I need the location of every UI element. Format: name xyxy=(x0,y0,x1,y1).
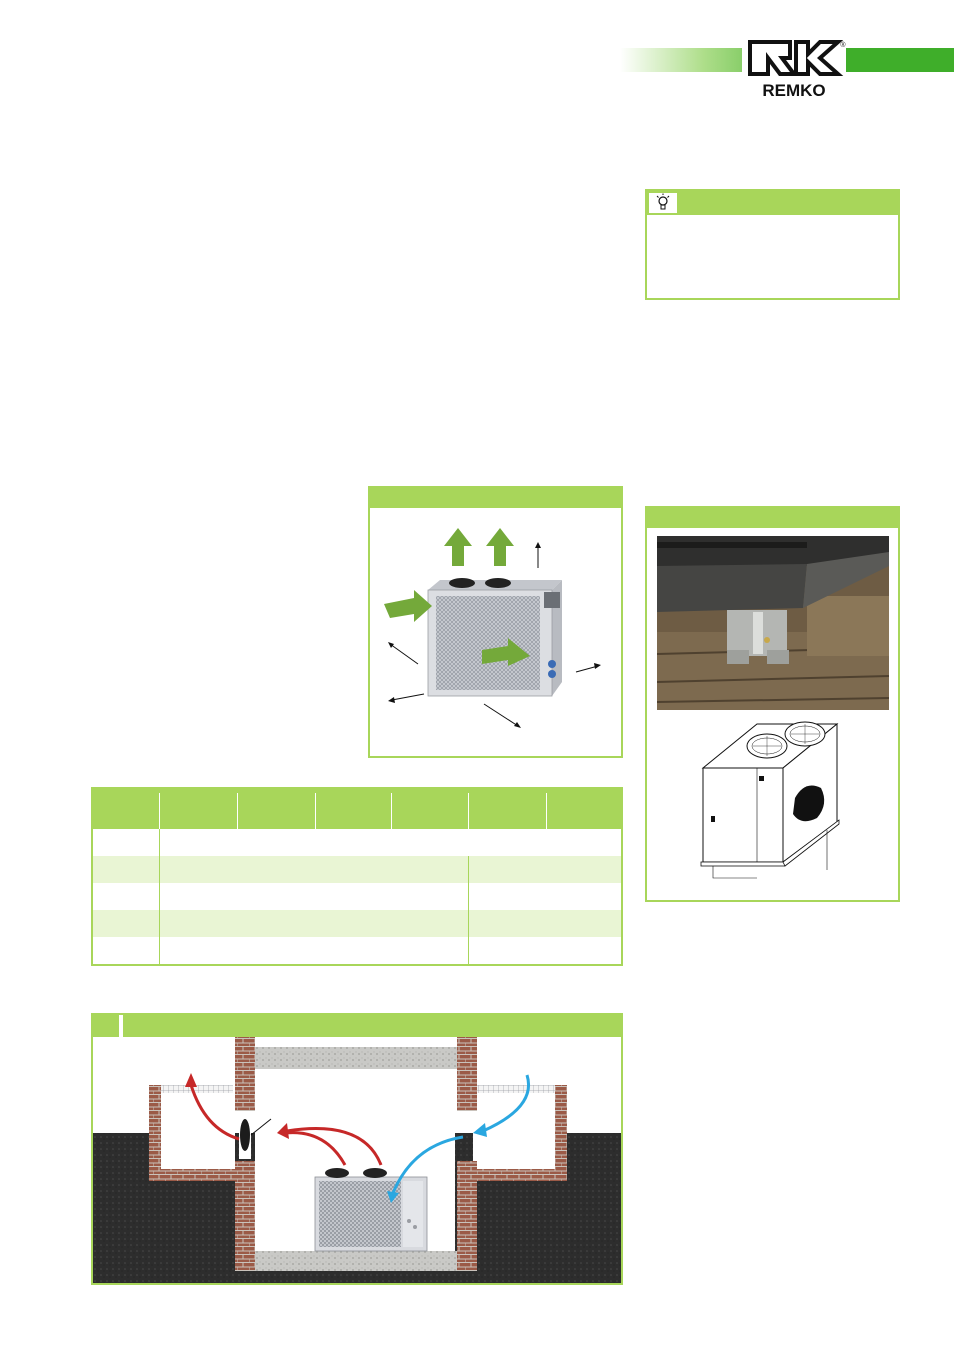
table-row xyxy=(93,883,621,910)
outdoor-unit-drawing xyxy=(687,718,867,890)
table-row xyxy=(93,910,621,937)
table-row xyxy=(93,937,621,964)
tip-box xyxy=(645,189,900,300)
unit-clearance-illustration xyxy=(384,528,601,728)
table-header-row xyxy=(93,789,621,829)
clearance-figure xyxy=(368,486,623,758)
table-row xyxy=(93,829,621,856)
brand-name: REMKO xyxy=(762,81,825,100)
basement-figure xyxy=(91,1013,623,1285)
lightbulb-icon xyxy=(649,193,677,213)
data-table xyxy=(91,787,623,966)
table-row xyxy=(93,856,621,883)
basement-installation-diagram xyxy=(93,1037,621,1283)
mounting-foot-photo xyxy=(657,536,889,710)
brand-logo: REMKO ® xyxy=(742,38,846,100)
mounting-figure xyxy=(645,506,900,902)
registered-mark: ® xyxy=(840,41,846,49)
